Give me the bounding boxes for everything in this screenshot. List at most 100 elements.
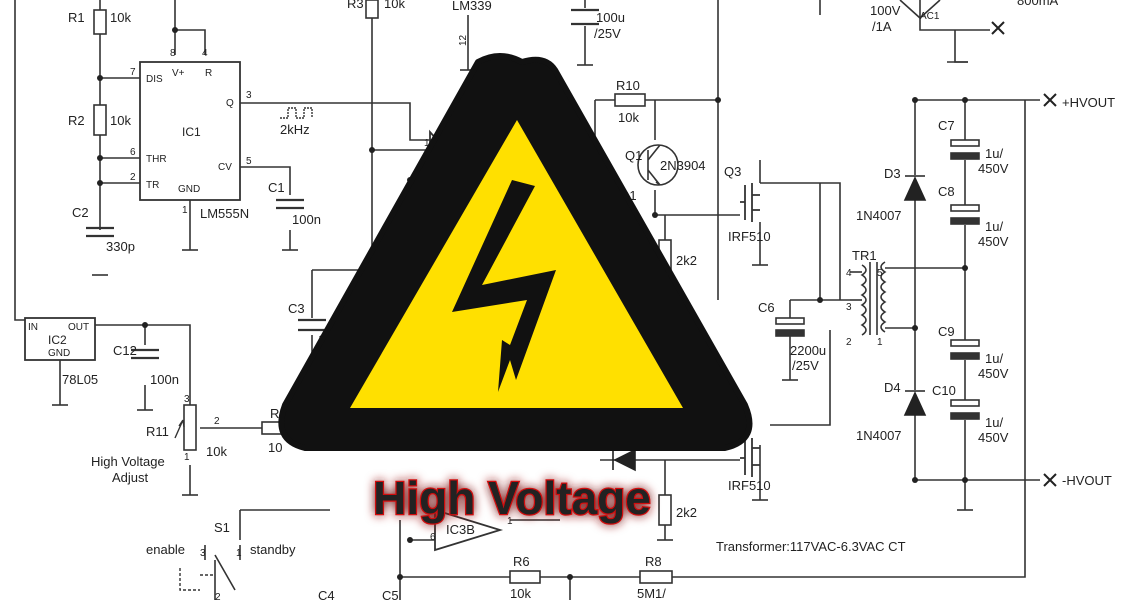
label-c6-value: 2200u [790,343,826,358]
label-frequency: 2kHz [280,122,310,137]
pin-2: 2 [130,172,136,183]
label-r3-value: 10k [384,0,405,11]
ic3b-pin-1: 1 [507,516,513,527]
label-r10-value: 10k [618,110,639,125]
label-c9-ref: C9 [938,324,955,339]
warning-triangle-fill [350,120,683,408]
component-symbols [24,0,1057,600]
label-tr1-ref: TR1 [852,248,877,263]
label-r2-ref: R2 [68,113,85,128]
label-r1-ref: R1 [68,10,85,25]
label-lm339: LM339 [452,0,492,13]
tr1-pin-5: 5 [877,268,883,279]
label-c10-value: 1u/ [985,415,1003,430]
label-c7-value: 1u/ [985,146,1003,161]
label-ic2-part: 78L05 [62,372,98,387]
capacitor-c8 [950,204,980,212]
label-c12-value: 100n [150,372,179,387]
resistor-r8 [639,570,673,584]
label-2k2-top: 2k2 [676,253,697,268]
ic1-pin-gnd: GND [178,184,200,195]
label-hvout-positive: +HVOUT [1062,95,1115,110]
label-c3-ref: C3 [288,301,305,316]
r11-pin-1: 1 [184,452,190,463]
ic2-ref: IC2 [48,333,67,347]
resistor-r1 [93,9,107,35]
capacitor-c12 [131,348,159,360]
capacitor-c3 [298,318,326,332]
s1-pin-2: 2 [215,592,221,600]
label-r10-ref: R10 [616,78,640,93]
label-s1-enable: enable [146,542,185,557]
label-q1-ref: Q1 [625,148,642,163]
lightning-bolt-icon [452,180,556,392]
label-r6-ref: R6 [513,554,530,569]
ic1-part: LM555N [200,206,249,221]
label-q1-part: 2N3904 [660,158,706,173]
label-fuse: 800mA [1017,0,1059,8]
label-r5-value: 10 [268,440,282,455]
label-c8-ref: C8 [938,184,955,199]
electrolytic-caps [775,139,980,420]
pin-4: 4 [202,48,208,59]
label-c4-ref: C4 [318,588,335,600]
r11-pin-2: 2 [214,416,220,427]
ic1-pin-r: R [205,68,212,79]
label-c5-ref: C5 [382,588,399,600]
label-d3-part: 1N4007 [856,208,902,223]
label-r8-ref: R8 [645,554,662,569]
label-ic3b: IC3B [446,522,475,537]
ic1-pin-thr: THR [146,154,167,165]
ic1-pin-vplus: V+ [172,68,185,79]
ic2-pin-in: IN [28,322,38,333]
capacitor-c7 [950,139,980,147]
ic1-body [139,61,241,201]
label-c1-ref: C1 [268,180,285,195]
comparator-ic3b [434,508,504,552]
resistor-r6 [509,570,541,584]
label-s1-standby: standby [250,542,296,557]
label-c7-ref: C7 [938,118,955,133]
capacitor-c-top [571,8,599,26]
tr1-pin-2: 2 [846,337,852,348]
label-c-top-value: 100u [596,10,625,25]
switch-s1 [204,545,241,600]
label-r6-value: 10k [510,586,531,600]
label-c10-rating: 450V [978,430,1009,445]
label-d4-part: 1N4007 [856,428,902,443]
label-c6-ref: C6 [758,300,775,315]
label-hv-adjust-1: High Voltage [91,454,165,469]
label-r11-ref: R11 [146,424,169,439]
diode-d4 [903,390,927,416]
capacitor-c9 [950,339,980,347]
label-s1-ref: S1 [214,520,230,535]
tr1-pin-4: 4 [846,268,852,279]
ic1-pin-dis: DIS [146,74,163,85]
pin-5: 5 [246,156,252,167]
potentiometer-r11 [183,404,197,451]
pin-3: 3 [246,90,252,101]
pin-1: 1 [182,205,188,216]
capacitor-c2 [86,226,114,238]
label-hvout-negative: -HVOUT [1062,473,1112,488]
label-bridge-rating-2: /1A [872,19,892,34]
label-r1-value: 10k [110,10,131,25]
hvout-negative-terminal [1043,473,1057,487]
label-c6-rating: /25V [792,358,819,373]
capacitor-c10 [950,399,980,407]
ic2-pin-out: OUT [68,322,89,333]
label-ac1: AC1 [920,11,940,22]
ac-terminal [991,21,1005,35]
resistor-r10 [614,93,646,107]
label-c7-rating: 450V [978,161,1009,176]
pin-6: 6 [130,147,136,158]
pin-12: 12 [458,34,469,46]
square-wave-icon [280,107,313,119]
potentiometer-arrow-icon [174,419,185,439]
label-c2-ref: C2 [72,205,89,220]
r11-pin-3: 3 [184,394,190,405]
label-c8-value: 1u/ [985,219,1003,234]
diode-bottom [612,448,636,472]
resistor-2k2-bottom [658,494,672,526]
label-bridge-rating: 100V [870,3,901,18]
